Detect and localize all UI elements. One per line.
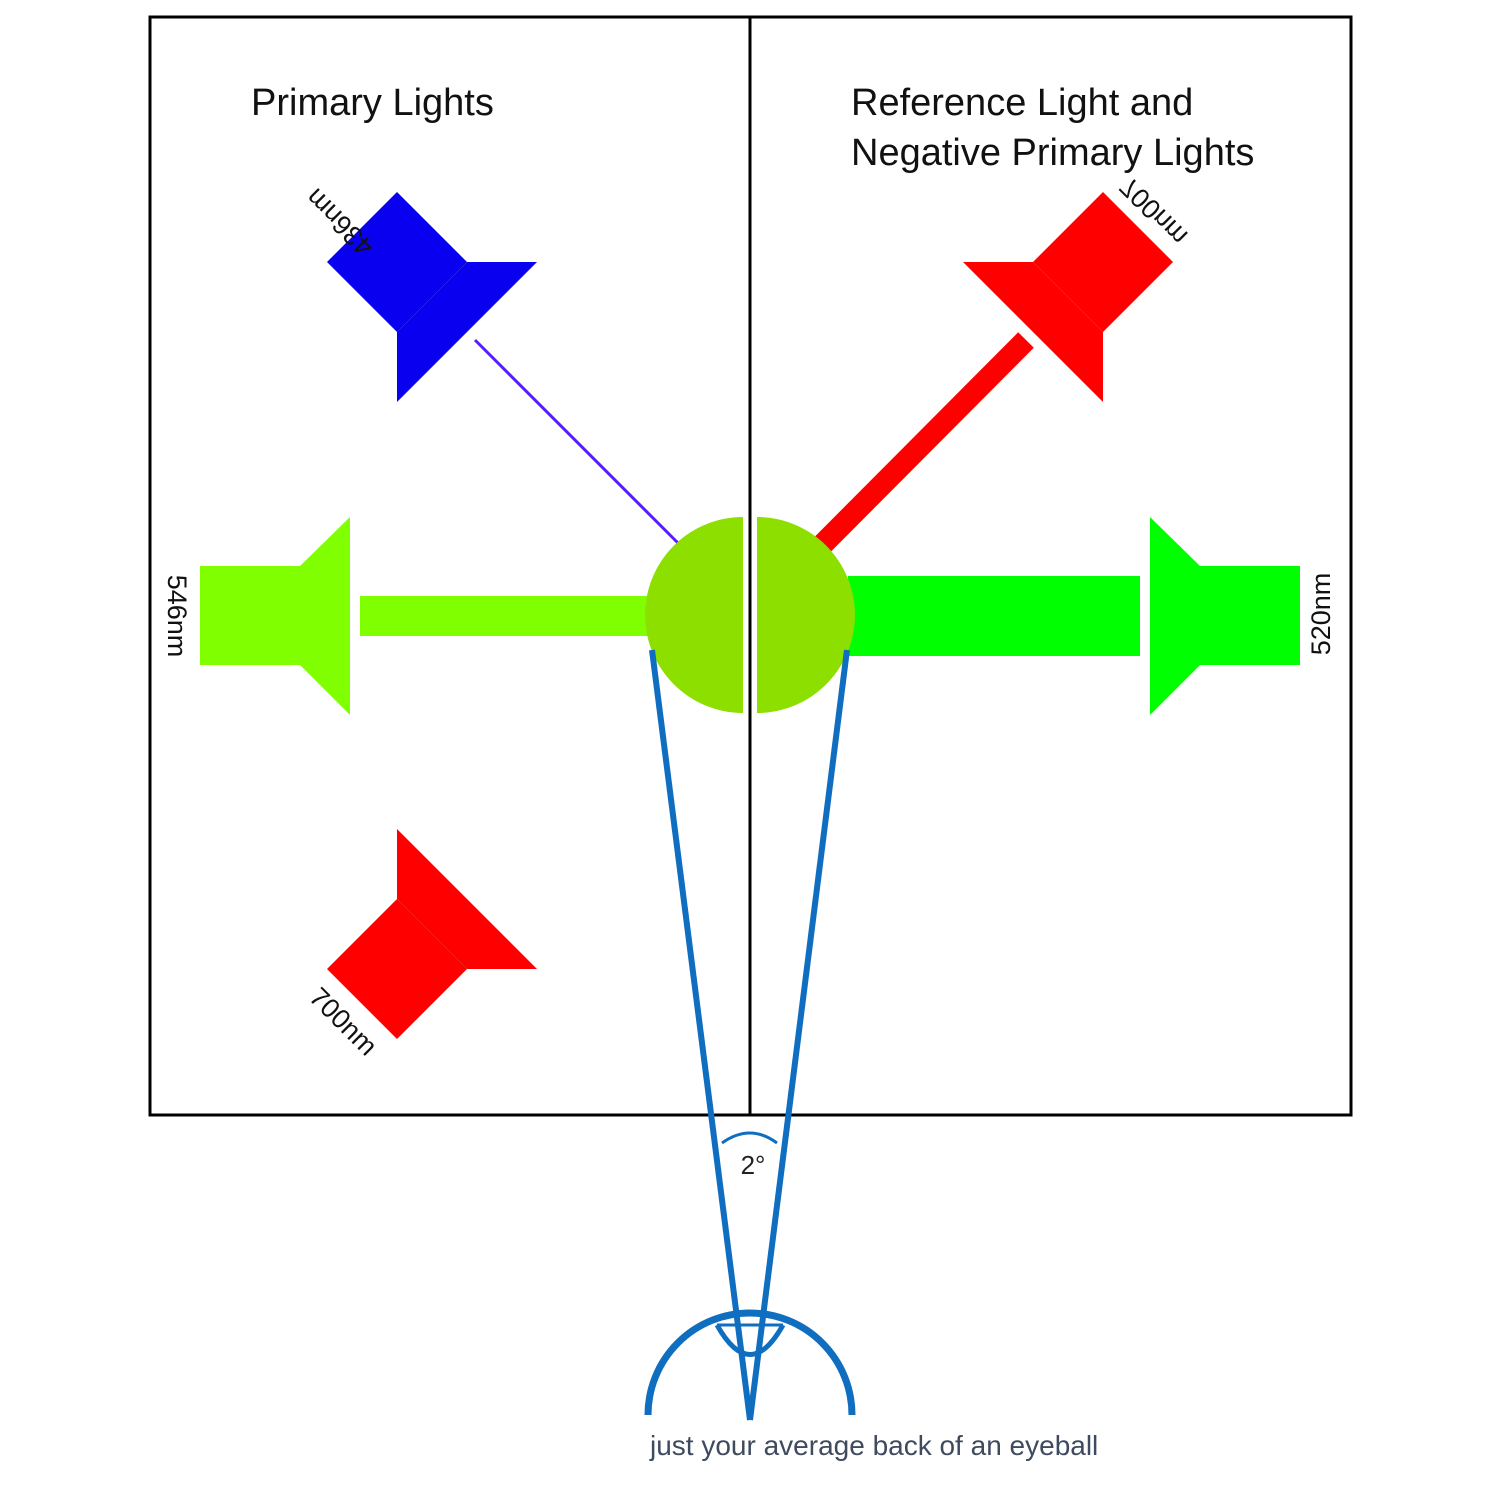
blue-436nm-lamp [327, 192, 537, 402]
green-beam-left [360, 596, 652, 636]
red-700nm-lamp-left [327, 829, 537, 1039]
eye-lens [714, 1323, 786, 1357]
view-line-right [747, 649, 850, 1421]
angle-arc [721, 1131, 778, 1145]
green-beam-right [848, 576, 1140, 656]
green-520nm-label: 520nm [1306, 573, 1336, 656]
blue-beam [473, 338, 682, 547]
green-546nm-lamp [200, 517, 350, 715]
right-panel-title-line1: Reference Light and [851, 82, 1193, 124]
viewing-field-right-half [757, 517, 855, 713]
angle-label: 2° [741, 1150, 766, 1180]
green-546nm-label: 546nm [162, 575, 192, 658]
view-line-left [649, 649, 753, 1421]
red-700nm-lamp-right [963, 192, 1173, 402]
green-520nm-lamp [1150, 517, 1300, 715]
eyeball-outline [644, 1309, 856, 1416]
red-beam-right [814, 332, 1034, 553]
viewing-field-left-half [645, 517, 743, 713]
right-panel-title-line2: Negative Primary Lights [851, 132, 1254, 174]
eye-caption: just your average back of an eyeball [649, 1430, 1098, 1461]
left-panel-title: Primary Lights [251, 82, 494, 124]
